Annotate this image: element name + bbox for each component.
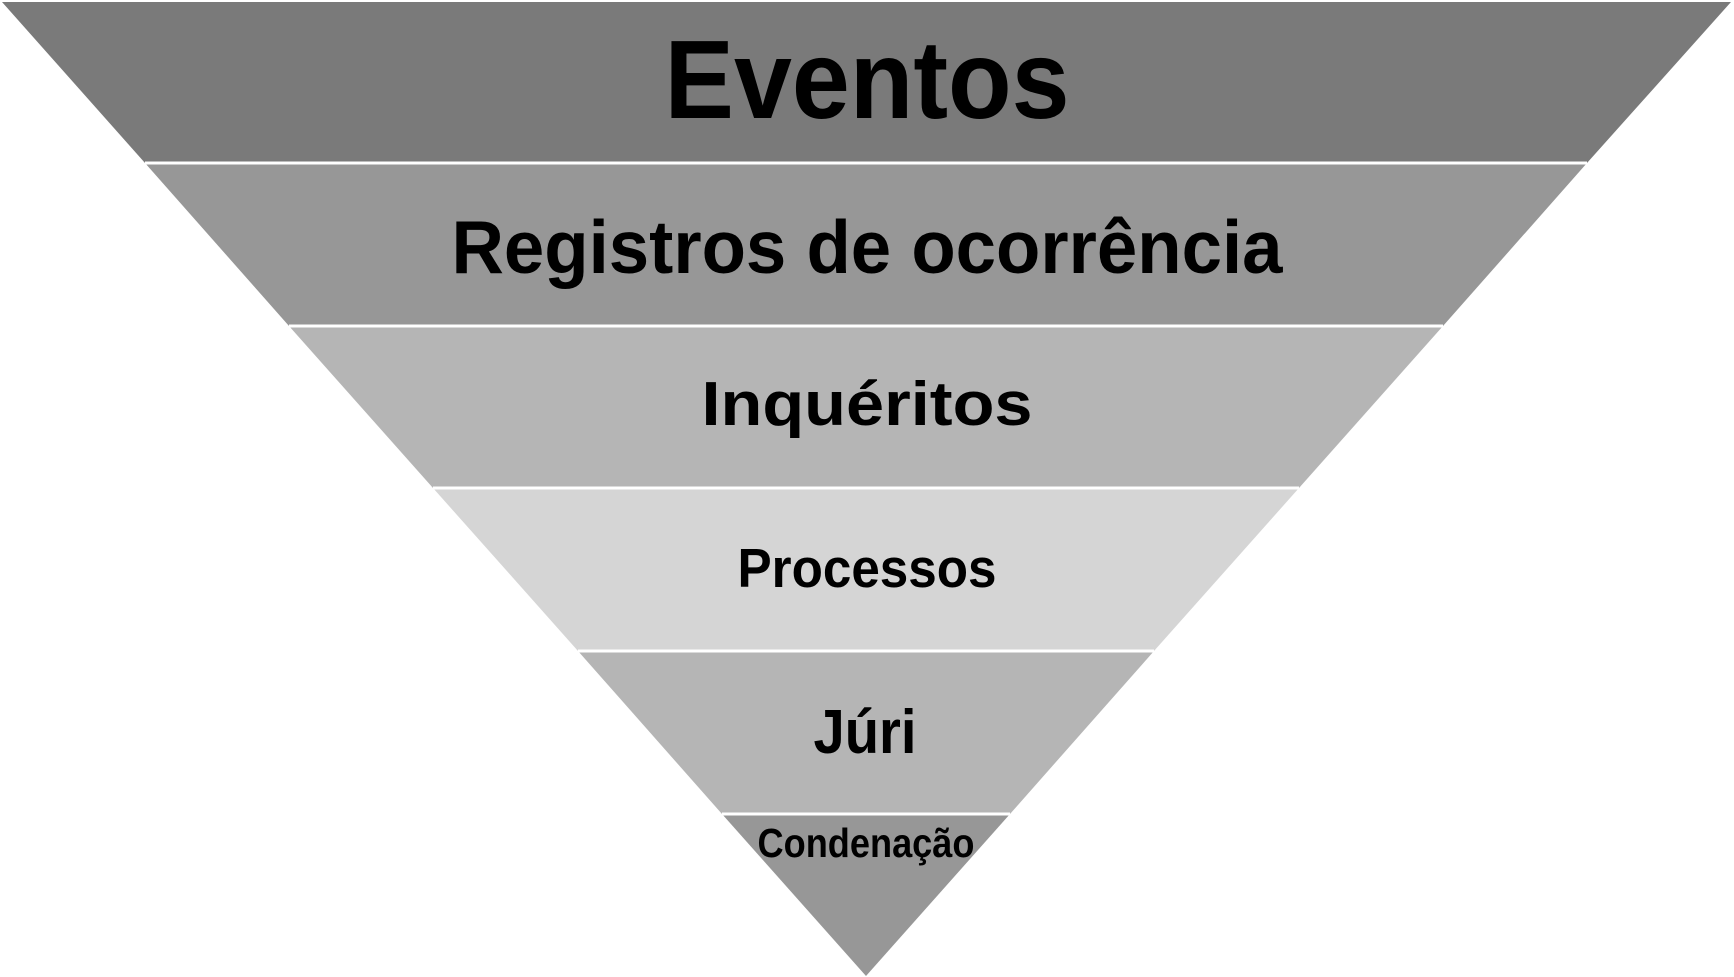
funnel-band-processos <box>433 488 1299 651</box>
label-processos: Processos <box>738 537 997 599</box>
funnel-band-registros <box>145 163 1587 326</box>
label-eventos: Eventos <box>665 18 1070 142</box>
funnel-band-juri <box>578 651 1154 814</box>
label-registros-de-ocorrencia: Registros de ocorrência <box>452 205 1284 289</box>
label-condenacao: Condenação <box>758 820 975 866</box>
funnel-band-condenacao <box>722 814 1010 976</box>
label-juri: Júri <box>814 698 917 767</box>
funnel-band-eventos <box>2 2 1731 163</box>
funnel-band-inqueritos <box>289 326 1443 488</box>
label-inqueritos: Inquéritos <box>702 370 1033 439</box>
